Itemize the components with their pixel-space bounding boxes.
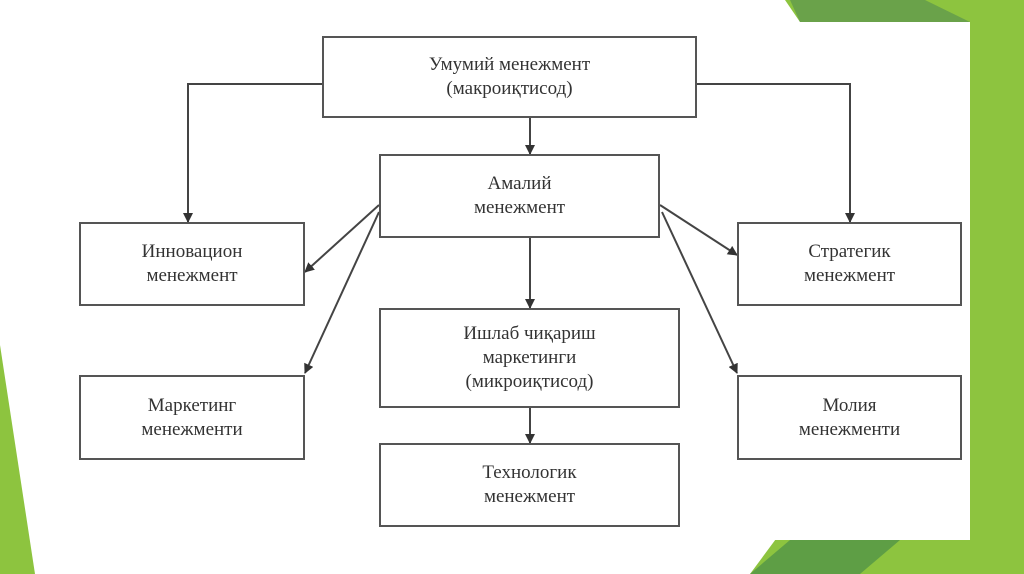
node-text: маркетинги [482, 347, 577, 368]
arrow-amaliy-moliya [661, 211, 738, 374]
arrow-amaliy-strategik [659, 204, 738, 256]
green-decoration-dark [790, 0, 970, 22]
node-texnologik-menejment: Технологик менежмент [379, 443, 680, 527]
node-text: Амалий [487, 173, 552, 194]
node-strategik-menejment: Стратегик менежмент [737, 222, 962, 306]
node-text: менежмент [483, 486, 576, 507]
node-text: Умумий менежмент [428, 54, 591, 75]
node-text: Технологик [482, 462, 577, 483]
arrow-amaliy-marketing [304, 211, 380, 374]
node-umumiy-menejment: Умумий менежмент (макроиқтисод) [322, 36, 697, 118]
node-text: менежмент [146, 265, 238, 286]
node-text: Стратегик [808, 241, 891, 262]
node-text: менежмент [803, 265, 896, 286]
node-text: менежмент [473, 197, 566, 218]
node-ishlab-chiqarish-marketingi: Ишлаб чиқариш маркетинги (микроиқтисод) [379, 308, 680, 408]
node-text: менежменти [141, 418, 243, 440]
green-decoration-bottom [750, 540, 900, 574]
node-innovatsion-menejment: Инновацион менежмент [79, 222, 305, 306]
green-decoration-right [750, 0, 1024, 574]
node-text: менежменти [798, 418, 901, 440]
node-text: (макроиқтисод) [446, 78, 573, 99]
node-text: Ишлаб чиқариш [463, 323, 596, 344]
node-moliya-menejmenti: Молия менежменти [737, 375, 962, 460]
arrow-umumiy-strategik [697, 83, 855, 223]
node-text: Маркетинг [147, 394, 237, 416]
node-marketing-menejmenti: Маркетинг менежменти [79, 375, 305, 460]
node-text: (микроиқтисод) [465, 371, 594, 392]
node-text: Молия [822, 394, 877, 416]
arrow-amaliy-innovatsion [304, 204, 380, 273]
node-amaliy-menejment: Амалий менежмент [379, 154, 660, 238]
arrow-umumiy-innovatsion [183, 83, 322, 223]
green-decoration-left [0, 345, 35, 574]
node-text: Инновацион [141, 241, 243, 262]
